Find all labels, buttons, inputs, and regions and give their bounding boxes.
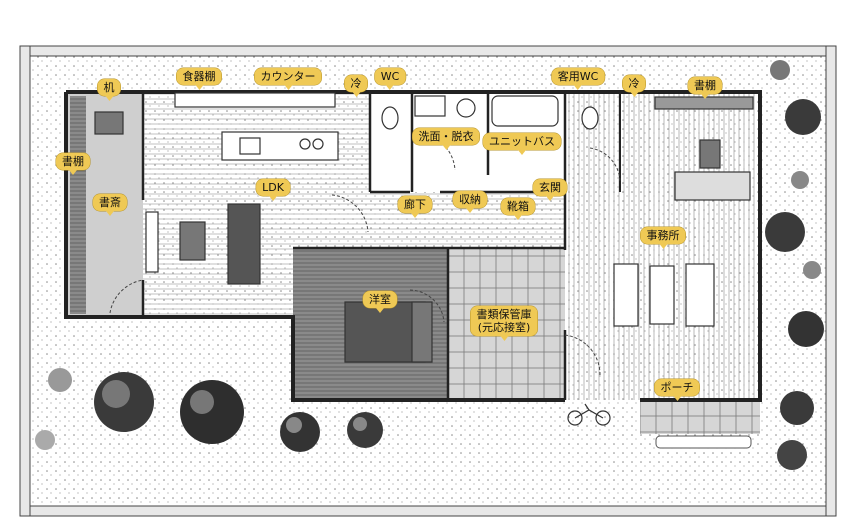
label-bookshelf-left: 書棚 <box>56 153 90 175</box>
trees <box>35 60 824 470</box>
label-washroom: 洗面・脱衣 <box>412 128 480 150</box>
fixtures <box>94 92 754 363</box>
label-fridge-right: 冷 <box>622 75 646 97</box>
walls <box>64 90 762 402</box>
label-storage: 収納 <box>453 191 487 213</box>
label-guest-wc: 客用WC <box>551 68 605 90</box>
label-porch: ポーチ <box>654 379 700 401</box>
label-wc: WC <box>374 68 406 90</box>
label-archive-line1: 書類保管庫 <box>476 308 532 321</box>
study-bookshelf <box>70 96 86 314</box>
porch-step <box>655 435 752 449</box>
label-ldk: LDK <box>256 179 290 201</box>
label-fridge-left: 冷 <box>344 75 368 97</box>
label-counter: カウンター <box>254 68 322 90</box>
label-office: 事務所 <box>640 227 686 249</box>
label-corridor: 廊下 <box>398 196 432 218</box>
label-entrance: 玄関 <box>533 179 567 201</box>
label-unit-bath: ユニットバス <box>483 133 561 155</box>
porch-floor <box>640 400 760 434</box>
label-archive: 書類保管庫 (元応接室) <box>470 306 538 341</box>
label-shoe-box: 靴箱 <box>501 198 535 220</box>
label-western-room: 洋室 <box>363 291 397 313</box>
label-study: 書斎 <box>93 194 127 216</box>
label-archive-line2: (元応接室) <box>477 321 531 334</box>
label-bookshelf-right: 書棚 <box>688 77 722 99</box>
label-desk: 机 <box>97 79 121 101</box>
bicycle <box>567 403 611 426</box>
label-tableware-shelf: 食器棚 <box>176 68 222 90</box>
